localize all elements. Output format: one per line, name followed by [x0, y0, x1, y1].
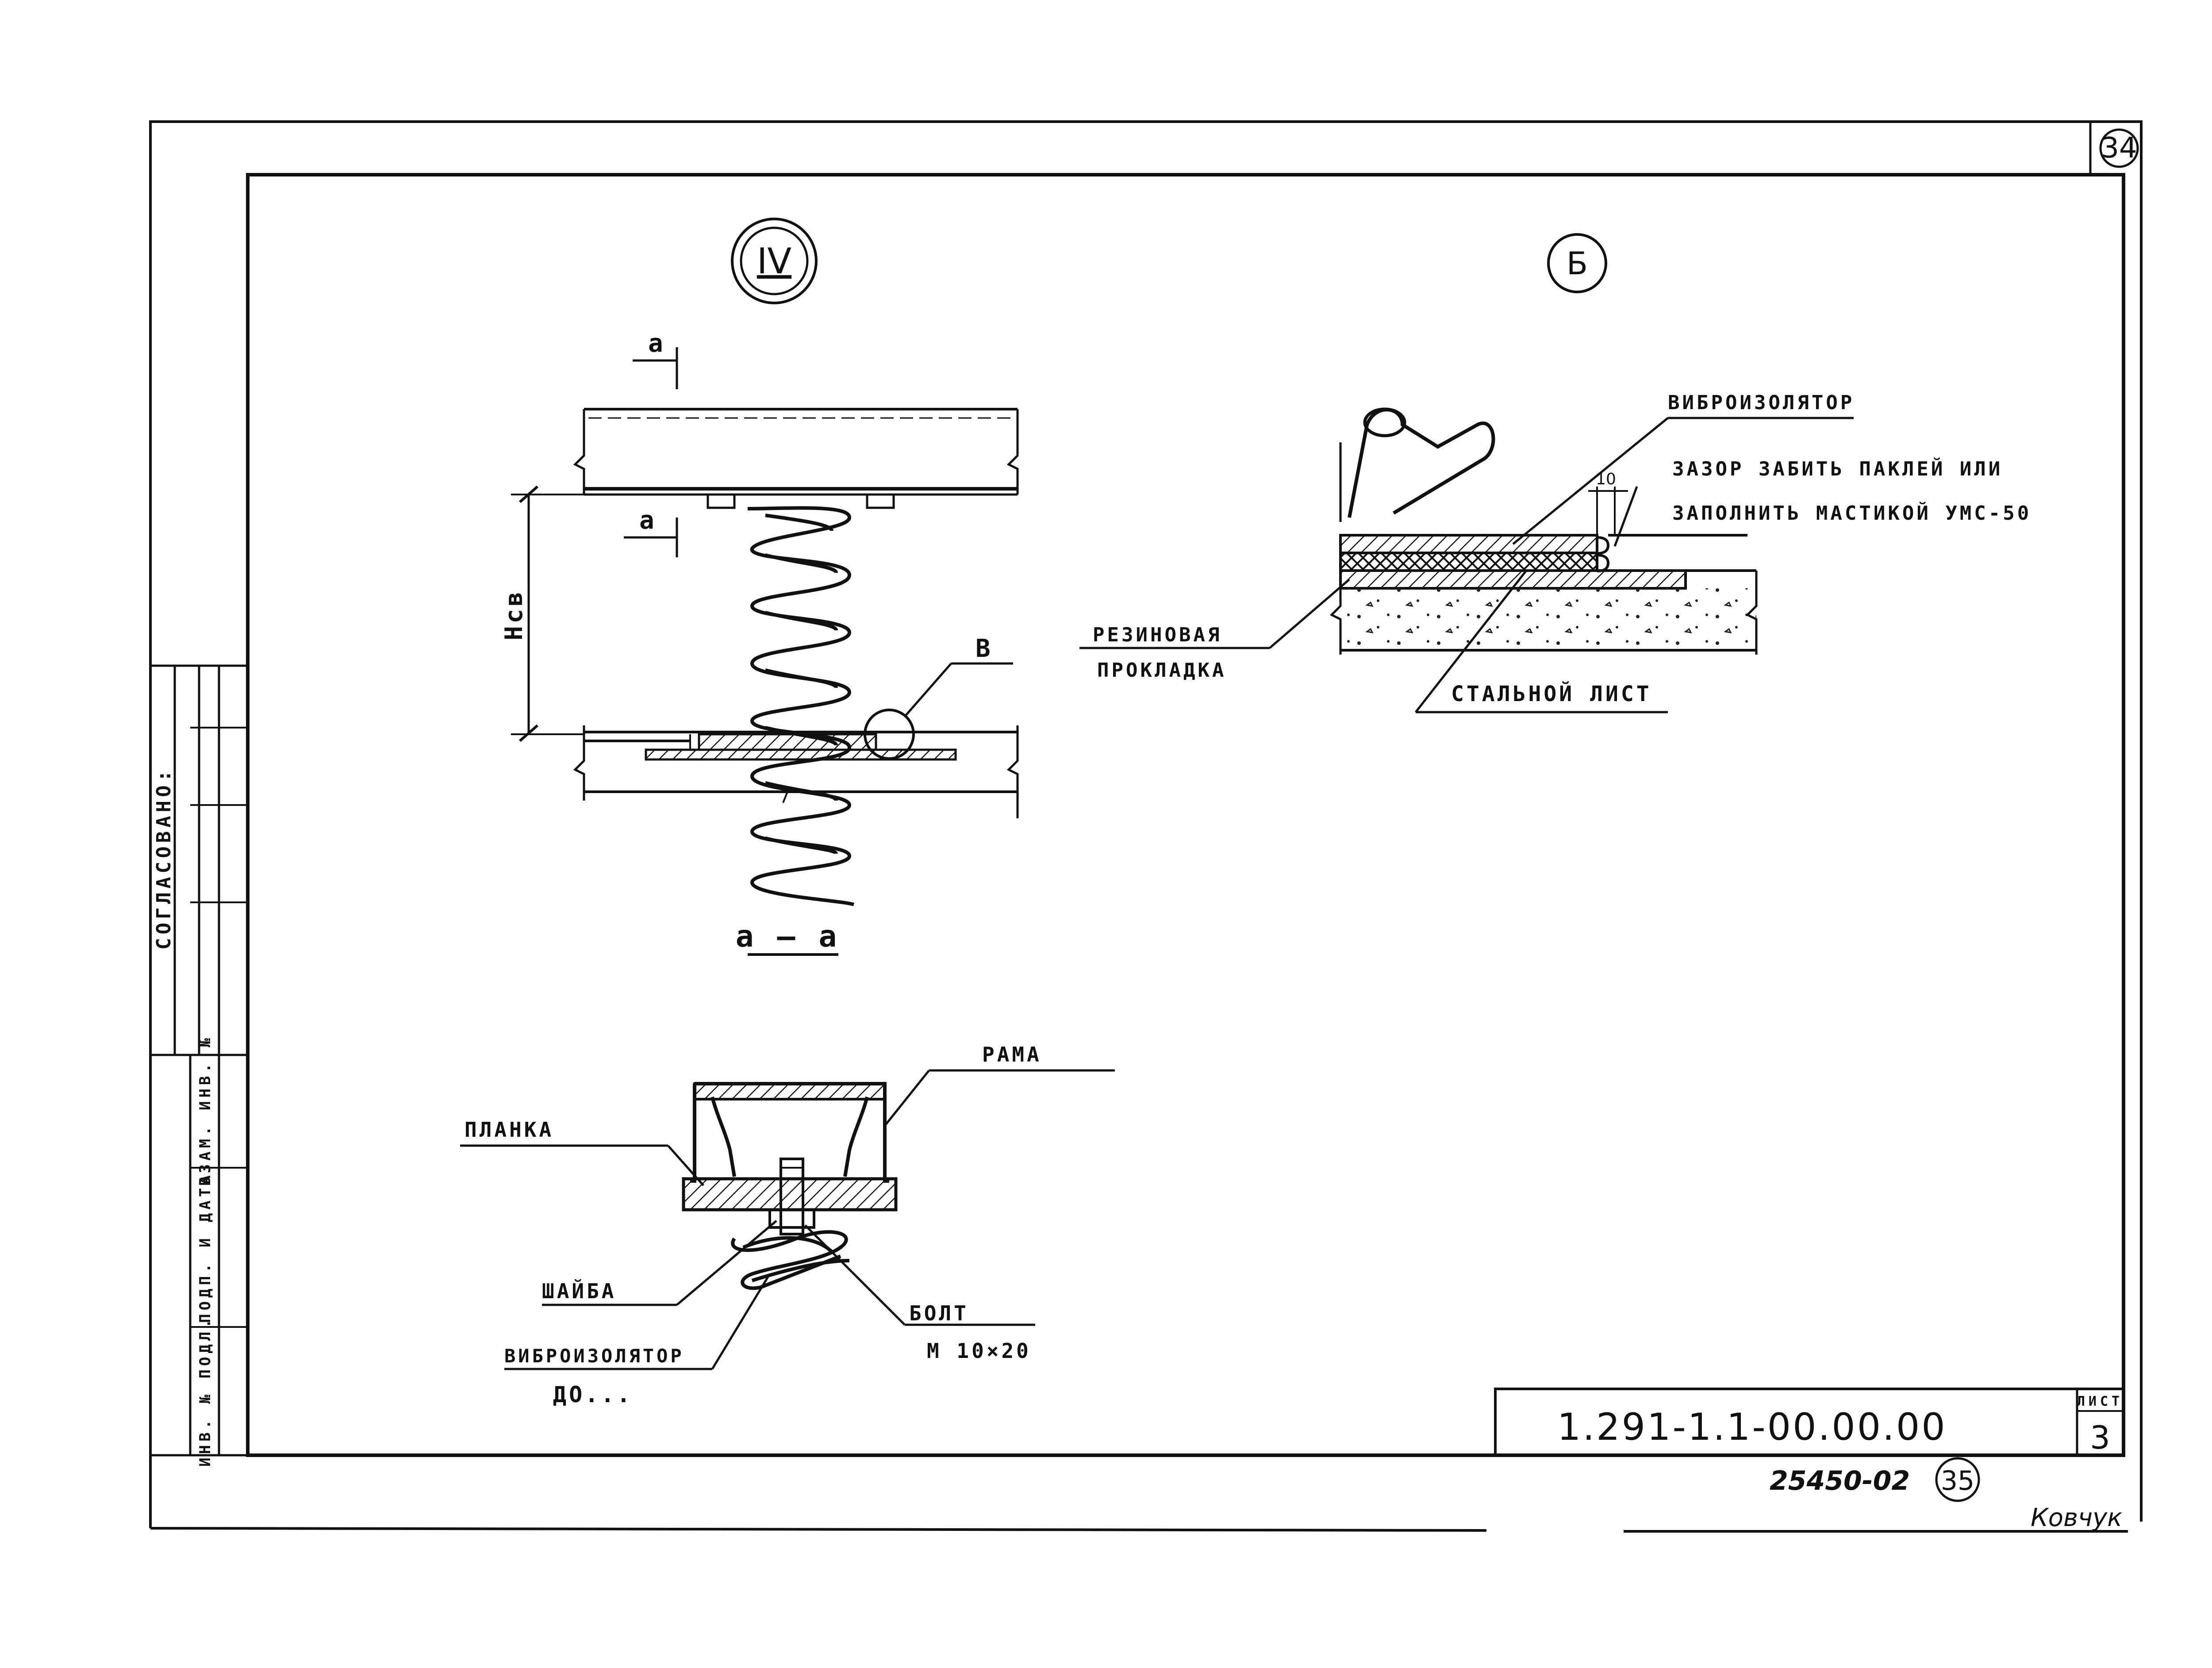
view-B-marker: Б — [1567, 245, 1588, 282]
label-gap-line-1: ЗАЗОР ЗАБИТЬ ПАКЛЕЙ ИЛИ — [1672, 457, 2003, 480]
label-plate: ПЛАНКА — [465, 1118, 554, 1142]
label-gap-line-2: ЗАПОЛНИТЬ МАСТИКОЙ УМС-50 — [1672, 501, 2032, 525]
corner-number-badge: 34 — [2089, 122, 2139, 175]
label-bolt-size: М 10×20 — [927, 1339, 1031, 1363]
side-approval-stamp: СОГЛАСОВАНО: ИНВ. № ПОДЛ. ПОДП. И ДАТА В… — [149, 664, 249, 1467]
inv-no-original-label: ИНВ. № ПОДЛ. — [196, 1315, 214, 1467]
label-rubber-line-1: РЕЗИНОВАЯ — [1093, 624, 1222, 646]
sheet-number: 3 — [2090, 1419, 2110, 1456]
label-isolator-aa: ВИБРОИЗОЛЯТОР — [504, 1345, 684, 1367]
label-frame: РАМА — [982, 1043, 1042, 1066]
section-aa-title: а – а — [736, 919, 840, 954]
dimension-label-H: Нсв — [500, 589, 528, 640]
label-bolt: БОЛТ — [909, 1301, 969, 1325]
archive-info: 25450-02 35 Ковчук — [1770, 1457, 2122, 1532]
corner-number: 34 — [2101, 132, 2137, 165]
view-B-detail: Б 10 ВИБРОИЗОЛЯТОР ЗАЗОР ЗАБИТЬ ПАКЛЕЙ И… — [1079, 233, 2032, 713]
view-IV-marker: IV — [757, 241, 792, 282]
section-mark-mid: а — [639, 506, 657, 535]
signature: Ковчук — [2031, 1503, 2122, 1532]
section-aa: а – а РАМА ПЛАНКА ШАЙБА БОЛТ М 10×20 ВИБ… — [460, 919, 1115, 1407]
label-rubber-line-2: ПРОКЛАДКА — [1097, 659, 1226, 682]
replace-inv-label: ВЗАМ. ИНВ. № — [196, 1035, 214, 1186]
page-circle-number: 35 — [1941, 1465, 1974, 1496]
view-IV-elevation: IV В Нсв — [500, 218, 1019, 906]
title-block: 1.291-1.1-00.00.00 ЛИСТ 3 — [1494, 1388, 2125, 1457]
drawing-designation: 1.291-1.1-00.00.00 — [1557, 1405, 1947, 1449]
label-washer: ШАЙБА — [542, 1279, 616, 1303]
view-IV-callout: В — [975, 634, 993, 663]
label-isolator-B: ВИБРОИЗОЛЯТОР — [1668, 391, 1855, 414]
archive-number: 25450-02 — [1770, 1465, 1910, 1496]
label-steel-sheet: СТАЛЬНОЙ ЛИСТ — [1451, 681, 1652, 706]
sign-date-label: ПОДП. И ДАТА — [196, 1172, 214, 1323]
sheet-frame — [149, 120, 2143, 1533]
agreed-label: СОГЛАСОВАНО: — [153, 767, 175, 950]
sheet-label: ЛИСТ — [2077, 1394, 2123, 1409]
label-isolator-type: ДО... — [553, 1382, 633, 1407]
section-mark-top: а — [648, 329, 666, 358]
